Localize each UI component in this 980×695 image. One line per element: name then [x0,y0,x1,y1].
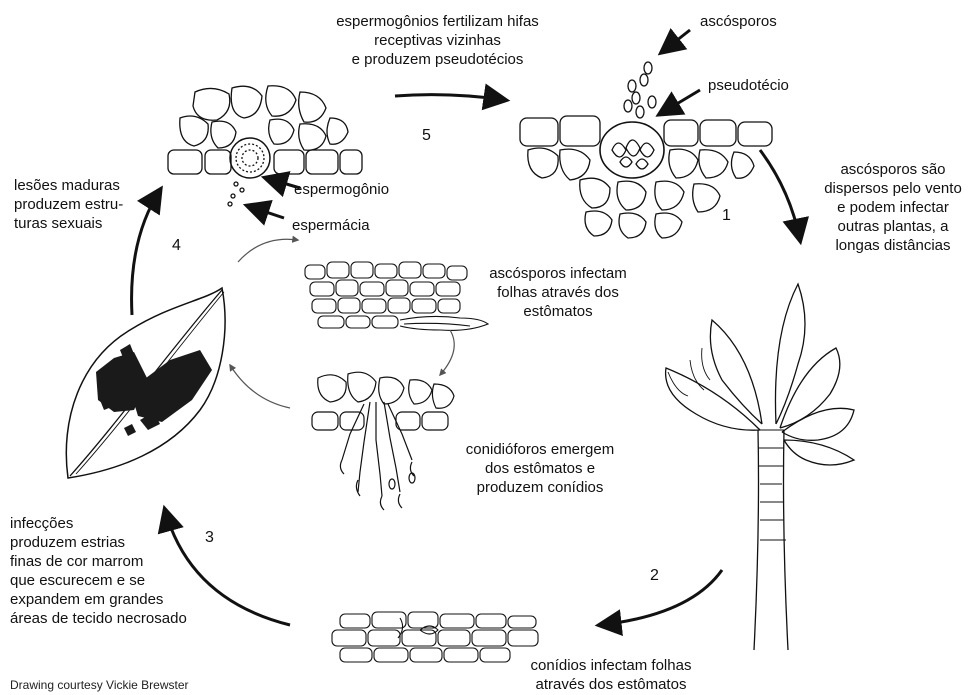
label-ascosporos: ascósporos [700,12,777,31]
cycle-arrows [132,95,800,625]
step-1: 1 [722,206,731,225]
leaf-lesions [66,288,225,478]
label-infections: infecções produzem estrias finas de cor … [10,514,187,628]
label-conidia-infect: conídios infectam folhas através dos est… [496,656,726,694]
arrow-step-5 [395,95,505,100]
step-4: 4 [172,236,181,255]
arrow-step-1 [760,150,800,240]
step-3: 3 [205,528,214,547]
label-fertilize: espermogônios fertilizam hifas receptiva… [300,12,575,69]
arrow-step-2 [600,570,722,625]
conidia-infection-tissue [332,612,538,662]
arrow-to-pseudotecio [660,90,700,114]
label-asc-infect: ascósporos infectam folhas através dos e… [468,264,648,321]
label-mature-lesions: lesões maduras produzem estru- turas sex… [14,176,123,233]
arrow-to-espermacia [248,206,284,218]
label-dispersed: ascósporos são dispersos pelo vento e po… [808,160,978,255]
label-espermacia: espermácia [292,216,370,235]
arrow-to-ascosporos [662,30,690,52]
label-espermogonio: espermogônio [294,180,389,199]
ascospore-infection-tissue [305,262,488,330]
step-5: 5 [422,126,431,145]
credit-text: Drawing courtesy Vickie Brewster [10,676,189,695]
conidiophore-tissue [312,372,454,510]
step-2: 2 [650,566,659,585]
label-conidiophores: conidióforos emergem dos estômatos e pro… [440,440,640,497]
arrow-step-4 [132,190,160,315]
label-pseudotecio: pseudotécio [708,76,789,95]
